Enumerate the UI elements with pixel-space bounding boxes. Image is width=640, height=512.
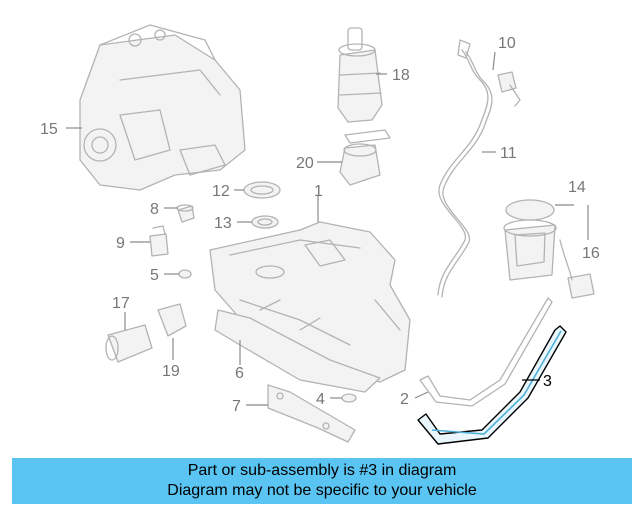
part-14-fuel-pump-sender [503, 199, 557, 281]
part-16-sensor [559, 239, 595, 299]
part-5-grommet [178, 269, 192, 279]
callout-3: 3 [543, 373, 552, 390]
callout-19: 19 [162, 363, 180, 380]
callout-11: 11 [500, 145, 517, 162]
callout-20: 20 [296, 155, 314, 172]
part-18-fuel-filter [337, 27, 383, 123]
part-10-connector [497, 71, 521, 107]
banner-line-2: Diagram may not be specific to your vehi… [167, 482, 477, 499]
info-banner: Part or sub-assembly is #3 in diagram Di… [12, 458, 632, 504]
callout-17: 17 [112, 295, 130, 312]
callout-13: 13 [214, 215, 232, 232]
leader-lines [66, 51, 589, 406]
part-3-strap-highlighted [417, 325, 567, 445]
callout-6: 6 [235, 365, 244, 382]
part-9-valve [149, 225, 169, 257]
part-20-filter-bracket [339, 129, 391, 186]
part-1-fuel-tank [209, 221, 411, 383]
part-13-seal-ring [251, 215, 279, 229]
part-8-cap [176, 204, 195, 223]
callout-16: 16 [582, 245, 600, 262]
banner-line-1: Part or sub-assembly is #3 in diagram [187, 462, 457, 479]
callout-12: 12 [212, 183, 230, 200]
parts-diagram: 15 18 10 11 14 16 20 12 1 13 8 9 5 17 19… [40, 24, 600, 445]
callout-14: 14 [568, 179, 586, 196]
part-11-fuel-line [437, 39, 493, 298]
callout-2: 2 [400, 391, 409, 408]
part-17-pump [105, 324, 153, 363]
callout-4: 4 [316, 391, 325, 408]
callout-15: 15 [40, 121, 58, 138]
part-6-heat-shield [214, 309, 381, 393]
callout-7: 7 [232, 398, 241, 415]
callout-5: 5 [150, 267, 159, 284]
part-2-strap [419, 297, 553, 407]
callout-labels: 15 18 10 11 14 16 20 12 1 13 8 9 5 17 19… [40, 35, 600, 415]
callout-18: 18 [392, 67, 410, 84]
callout-9: 9 [116, 235, 125, 252]
part-19-bracket [157, 303, 187, 337]
part-7-bracket [267, 384, 356, 443]
callout-8: 8 [150, 201, 159, 218]
part-15-injection-pump [79, 24, 246, 191]
part-12-ring-nut [243, 181, 281, 199]
callout-10: 10 [498, 35, 516, 52]
part-4-nut [341, 393, 357, 403]
callout-1: 1 [314, 183, 323, 200]
